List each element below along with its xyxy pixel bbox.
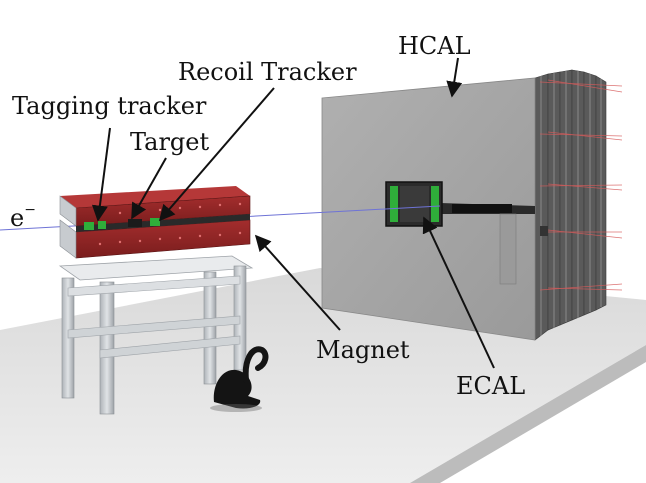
ecal-core xyxy=(400,186,429,222)
target-arrow xyxy=(131,157,167,220)
tagging-tracker-label: Tagging tracker xyxy=(12,92,207,120)
hcal-arrow xyxy=(446,57,463,98)
target-label: Target xyxy=(130,128,209,156)
ecal-label: ECAL xyxy=(456,372,525,400)
hcal-support xyxy=(499,213,517,285)
recoil-tracker-label: Recoil Tracker xyxy=(178,58,357,86)
magnet xyxy=(59,186,251,259)
hcal-readout-wires xyxy=(539,79,623,291)
tagging-tracker-module xyxy=(84,222,94,230)
recoil-tracker-arrow xyxy=(158,87,275,222)
target-module xyxy=(128,219,142,227)
magnet-arrow xyxy=(254,234,341,331)
beam-label-superscript: − xyxy=(24,202,36,218)
beam-label-base: e xyxy=(10,204,24,232)
annotation-arrows xyxy=(91,57,495,369)
beam-label: e− xyxy=(10,202,36,232)
ecal xyxy=(385,181,443,227)
ecal-module-right xyxy=(431,186,439,222)
magnet-stand xyxy=(58,255,254,415)
tunnel-beampipe xyxy=(452,204,512,213)
tagging-tracker-module-2 xyxy=(98,221,106,229)
ecal-arrow xyxy=(422,216,495,369)
hcal-plates xyxy=(534,69,607,341)
hcal-plate-highlights xyxy=(540,71,602,336)
ecal-module-left xyxy=(390,186,398,222)
recoil-tracker-module xyxy=(150,218,160,226)
hcal xyxy=(321,69,623,341)
hcal-port xyxy=(540,226,548,236)
magnet-label: Magnet xyxy=(316,336,410,364)
tagging-tracker-arrow xyxy=(91,127,111,222)
swan-figure xyxy=(210,346,269,412)
floor-edge xyxy=(410,345,646,483)
hcal-label: HCAL xyxy=(398,32,471,60)
